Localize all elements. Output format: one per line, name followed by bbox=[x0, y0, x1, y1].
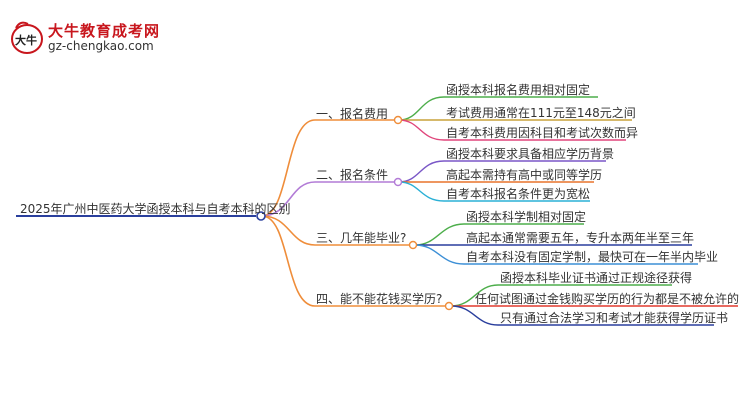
leaf-2-2[interactable]: 高起本需持有高中或同等学历 bbox=[446, 168, 603, 182]
edge-branch-4-leaf-3 bbox=[450, 305, 499, 326]
branch-1-label[interactable]: 一、报名费用 bbox=[316, 107, 389, 121]
branch-4-node-dot[interactable] bbox=[444, 301, 454, 311]
edge-root-branch-1 bbox=[261, 119, 316, 217]
edge-root-branch-3 bbox=[261, 215, 316, 246]
leaf-4-1[interactable]: 函授本科毕业证书通过正规途径获得 bbox=[500, 271, 693, 285]
branch-2-label[interactable]: 二、报名条件 bbox=[316, 168, 389, 182]
branch-3-node-dot[interactable] bbox=[408, 240, 418, 250]
leaf-3-2[interactable]: 高起本通常需要五年，专升本两年半至三年 bbox=[466, 231, 695, 245]
leaf-4-2[interactable]: 任何试图通过金钱购买学历的行为都是不被允许的 bbox=[475, 292, 740, 306]
leaf-3-3[interactable]: 自考本科没有固定学制，最快可在一年半内毕业 bbox=[466, 250, 719, 264]
branch-3-label[interactable]: 三、几年能毕业? bbox=[316, 231, 407, 245]
root-node-dot[interactable] bbox=[256, 211, 266, 221]
logo-mark-text: 大牛 bbox=[15, 33, 37, 47]
leaf-4-3[interactable]: 只有通过合法学习和考试才能获得学历证书 bbox=[500, 311, 729, 325]
logo-mark-icon: 大牛 bbox=[11, 21, 43, 54]
branch-2-node-dot[interactable] bbox=[393, 177, 403, 187]
edge-branch-2-leaf-1 bbox=[398, 160, 445, 183]
edge-branch-3-leaf-3 bbox=[414, 244, 465, 265]
leaf-3-1[interactable]: 函授本科学制相对固定 bbox=[466, 210, 587, 224]
branch-4-label[interactable]: 四、能不能花钱买学历? bbox=[316, 292, 443, 306]
edge-branch-3-leaf-1 bbox=[414, 223, 465, 246]
logo-url: gz-chengkao.com bbox=[48, 39, 154, 53]
leaf-2-1[interactable]: 函授本科要求具备相应学历背景 bbox=[446, 147, 615, 161]
site-logo[interactable]: 大牛 大牛教育成考网 gz-chengkao.com bbox=[8, 18, 168, 58]
root-topic[interactable]: 2025年广州中医药大学函授本科与自考本科的区别 bbox=[20, 202, 291, 216]
leaf-2-3[interactable]: 自考本科报名条件更为宽松 bbox=[446, 187, 591, 201]
branch-1-node-dot[interactable] bbox=[393, 115, 403, 125]
edge-root-branch-2 bbox=[261, 181, 316, 217]
edge-branch-1-leaf-1 bbox=[398, 96, 445, 121]
leaf-1-3[interactable]: 自考本科费用因科目和考试次数而异 bbox=[446, 126, 639, 140]
edge-branch-1-leaf-3 bbox=[398, 119, 445, 141]
leaf-1-2[interactable]: 考试费用通常在111元至148元之间 bbox=[446, 106, 636, 120]
edge-branch-2-leaf-3 bbox=[398, 181, 445, 202]
edge-root-branch-4 bbox=[261, 215, 316, 307]
logo-name: 大牛教育成考网 bbox=[48, 22, 161, 40]
leaf-1-1[interactable]: 函授本科报名费用相对固定 bbox=[446, 83, 591, 97]
